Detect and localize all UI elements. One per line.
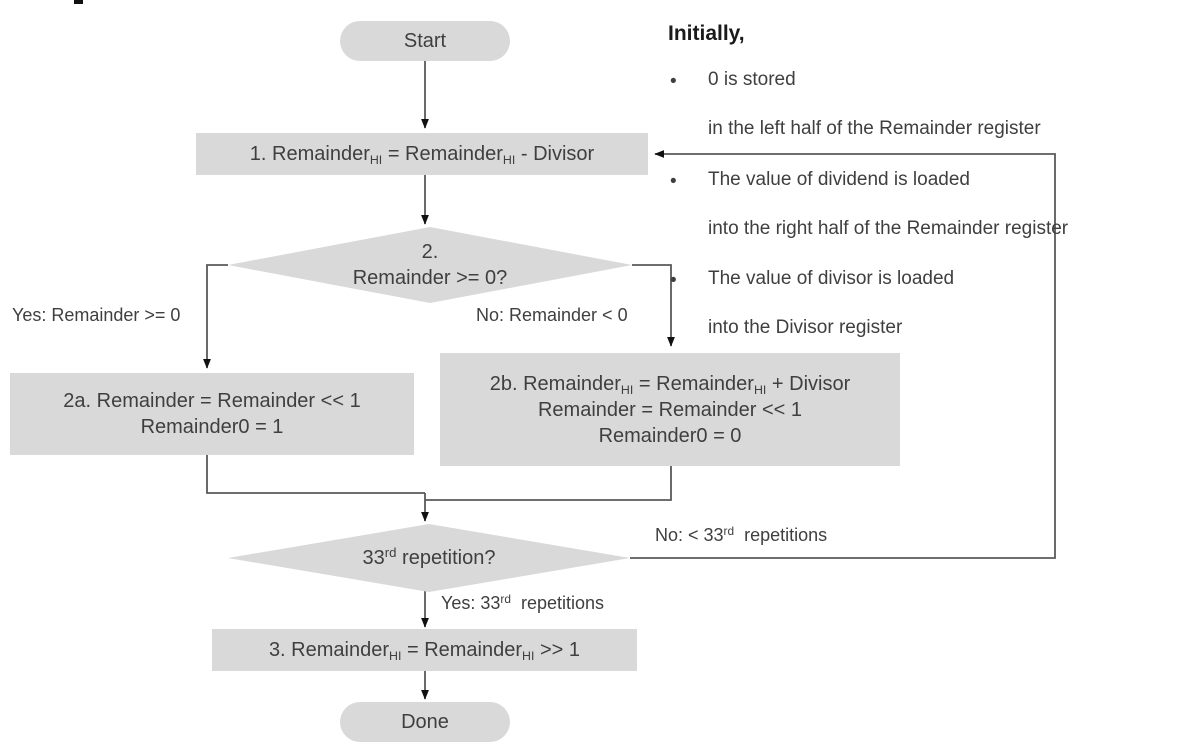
notes-heading: Initially, [668,22,745,45]
edge-label-no-repetitions: No: < 33rd repetitions [655,524,828,545]
edge-label-yes-remainder-ge0: Yes: Remainder >= 0 [12,305,181,325]
node-step2b-line1: 2b. RemainderHI = RemainderHI + Divisor [489,372,851,397]
edge-decision1-no-to-2b [632,264,675,347]
edge-2b-to-merge [425,466,672,501]
edge-label-yes-repetitions: Yes: 33rd repetitions [441,592,605,613]
node-decision2[interactable]: 33rd repetition? [228,524,630,592]
node-done[interactable]: Done [340,702,510,742]
decision1-line1: 2. [421,241,439,263]
edge-label-no-remainder-lt0: No: Remainder < 0 [476,305,628,325]
note-bullet-3-line-1: The value of divisor is loaded [708,268,955,289]
note-bullet-marker-2: • [670,171,677,192]
node-step2a-line1: 2a. Remainder = Remainder << 1 [63,390,361,412]
node-step2a[interactable]: 2a. Remainder = Remainder << 1 Remainder… [10,373,414,455]
node-done-label: Done [401,711,449,733]
note-bullet-3-line-2: into the Divisor register [708,317,903,338]
node-step2b-line3: Remainder0 = 0 [598,424,742,447]
node-step1-label: 1. RemainderHI = RemainderHI - Divisor [249,143,595,168]
node-decision2-label: 33rd repetition? [362,545,496,569]
note-bullet-marker-3: • [670,270,677,291]
edge-2a-to-merge [206,455,425,494]
edge-decision1-yes-to-2a [203,264,228,369]
note-bullet-1-line-2: in the left half of the Remainder regist… [708,118,1041,139]
node-step2a-line2: Remainder0 = 1 [140,416,284,438]
note-bullet-2-line-2: into the right half of the Remainder reg… [708,218,1069,239]
note-bullet-marker-1: • [670,71,677,92]
node-step2b[interactable]: 2b. RemainderHI = RemainderHI + Divisor … [440,353,900,466]
node-step3-label: 3. RemainderHI = RemainderHI >> 1 [268,639,581,664]
node-start[interactable]: Start [340,21,510,61]
node-start-label: Start [403,30,447,52]
node-decision1[interactable]: 2. Remainder >= 0? [228,227,632,303]
node-step2b-line2: Remainder = Remainder << 1 [537,398,803,421]
note-bullet-2-line-1: The value of dividend is loaded [708,169,970,190]
note-bullet-1-line-1: 0 is stored [708,69,796,90]
node-step3[interactable]: 3. RemainderHI = RemainderHI >> 1 [212,629,637,671]
decision1-line2: Remainder >= 0? [352,267,508,289]
node-decision1-label: 2. Remainder >= 0? [353,239,508,291]
cropped-title-fragment [74,0,83,4]
node-step1[interactable]: 1. RemainderHI = RemainderHI - Divisor [196,133,648,175]
